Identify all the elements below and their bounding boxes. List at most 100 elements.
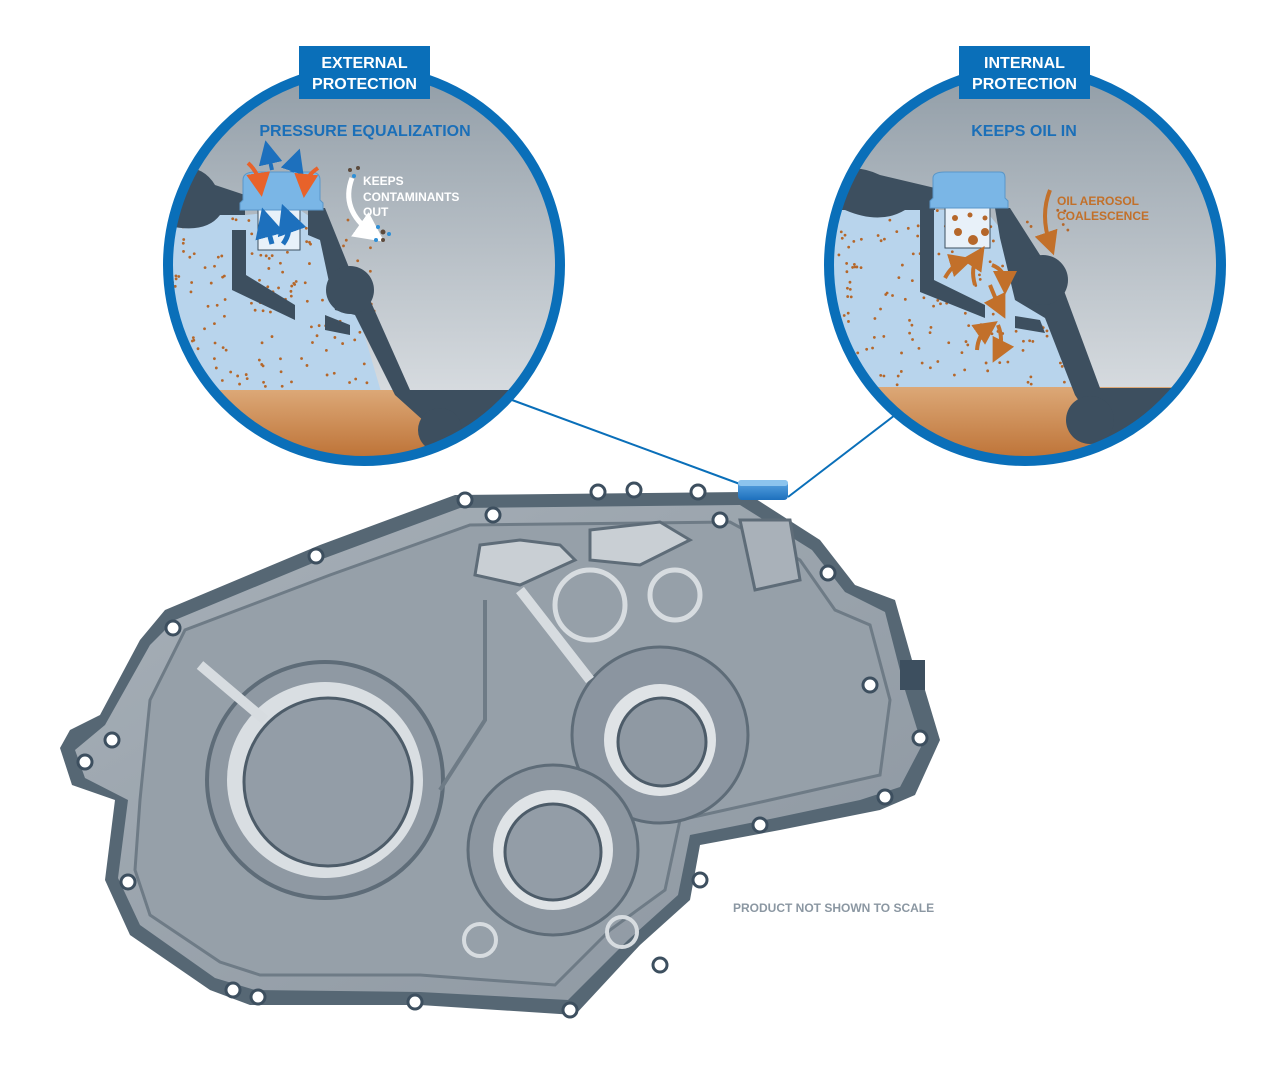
particle (270, 254, 274, 258)
particle (1029, 382, 1033, 386)
particle (991, 312, 995, 316)
particle (213, 264, 216, 268)
particle (929, 325, 933, 329)
note-line1: KEEPS (363, 174, 404, 188)
particle (214, 366, 218, 370)
particle (250, 232, 254, 236)
bolt-hole (307, 547, 325, 565)
particle (900, 263, 904, 267)
particle (223, 298, 227, 301)
particle (213, 357, 216, 361)
particle (920, 361, 924, 365)
particle (261, 309, 265, 313)
particle (928, 331, 932, 335)
particle (1062, 380, 1066, 384)
particle (180, 366, 183, 369)
bolt-hole (406, 993, 424, 1011)
particle (365, 381, 369, 385)
subtitle: PRESSURE EQUALIZATION (259, 123, 470, 140)
particle (262, 380, 265, 384)
particle (356, 259, 360, 263)
bolt-hole (911, 729, 929, 747)
particle (234, 218, 238, 222)
particle (277, 286, 280, 290)
particle (998, 361, 1002, 365)
particle (260, 363, 264, 366)
particle (839, 230, 843, 234)
footnote: PRODUCT NOT SHOWN TO SCALE (733, 901, 934, 915)
particle (289, 289, 293, 293)
bolt-hole (224, 981, 242, 999)
particle (895, 230, 899, 234)
bolt-hole (561, 1001, 579, 1019)
particle (247, 219, 251, 222)
particle (353, 338, 357, 342)
particle (1006, 360, 1010, 364)
particle (203, 266, 207, 269)
particle (939, 302, 942, 306)
external-protection-callout: EXTERNAL PROTECTION PRESSURE EQUALIZATIO… (163, 46, 565, 466)
particle (966, 343, 970, 347)
badge-line1: INTERNAL (984, 55, 1065, 72)
particle (891, 294, 894, 297)
particle (1031, 340, 1035, 343)
particle (286, 250, 289, 254)
particle (332, 371, 336, 375)
particle (1059, 361, 1062, 365)
particle (928, 366, 932, 370)
particle (177, 275, 181, 278)
particle (369, 246, 372, 250)
particle (192, 252, 196, 256)
particle (846, 295, 850, 298)
bolt-hole (103, 731, 121, 749)
particle (292, 282, 296, 285)
particle (986, 369, 990, 373)
particle (182, 250, 185, 253)
particle (910, 279, 914, 283)
particle (865, 347, 869, 351)
particle (191, 336, 195, 340)
particle (888, 218, 892, 222)
particle (825, 380, 828, 383)
particle (859, 266, 863, 269)
particle (244, 373, 248, 376)
particle (223, 314, 226, 318)
particle (846, 286, 849, 290)
particle (362, 362, 366, 366)
particle (922, 296, 926, 300)
connector-line-left (511, 399, 749, 488)
particle (267, 256, 271, 260)
particle (348, 381, 351, 384)
particle (911, 252, 915, 256)
particle (897, 276, 901, 279)
particle (963, 368, 967, 372)
particle (967, 324, 971, 328)
note-line1: OIL AEROSOL (1057, 194, 1139, 208)
particle (855, 265, 859, 269)
particle (895, 383, 899, 387)
particle (189, 290, 193, 294)
particle (1061, 223, 1065, 226)
particle (947, 341, 951, 345)
particle (258, 278, 261, 282)
particle (224, 348, 228, 352)
particle (988, 260, 992, 264)
particle (845, 262, 849, 265)
particle (311, 341, 314, 344)
particle (964, 340, 968, 343)
particle (253, 308, 257, 312)
particle (325, 373, 329, 377)
particle (842, 314, 846, 317)
bolt-hole (164, 619, 182, 637)
bolt-hole (249, 988, 267, 1006)
particle (824, 294, 827, 297)
particle (220, 379, 224, 382)
internal-protection-callout: INTERNAL PROTECTION KEEPS OIL IN OIL AER… (824, 46, 1226, 466)
particle (829, 346, 831, 349)
particle (834, 346, 837, 350)
particle (309, 242, 312, 246)
particle (908, 331, 911, 335)
particle (852, 262, 856, 266)
particle (269, 310, 272, 314)
particle (873, 317, 877, 320)
